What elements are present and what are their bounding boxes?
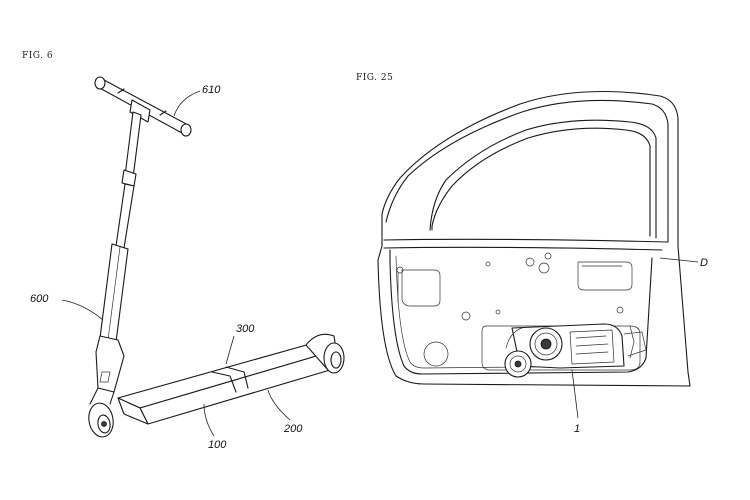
leader-600 bbox=[61, 299, 104, 321]
scooter-rear-wheel bbox=[305, 333, 345, 374]
fig-25-title: FIG. 25 bbox=[356, 73, 393, 83]
door-module-assembly bbox=[504, 323, 647, 378]
leader-200 bbox=[267, 389, 291, 421]
ref-600: 600 bbox=[30, 293, 49, 305]
ref-1: 1 bbox=[574, 423, 580, 435]
fig-6-scooter: FIG. 6 bbox=[22, 51, 345, 451]
fig-6-title: FIG. 6 bbox=[22, 51, 53, 61]
scooter-deck bbox=[117, 343, 331, 425]
scooter-stem bbox=[89, 111, 142, 405]
leader-1 bbox=[571, 369, 579, 419]
ref-200: 200 bbox=[283, 423, 303, 435]
fig-25-car-door: FIG. 25 bbox=[356, 73, 708, 435]
ref-610: 610 bbox=[202, 84, 221, 96]
leader-610 bbox=[173, 90, 201, 117]
leader-300 bbox=[225, 335, 235, 365]
door-frame bbox=[377, 91, 691, 387]
ref-100: 100 bbox=[208, 439, 227, 451]
scooter-handlebar bbox=[94, 76, 192, 137]
scooter-front-wheel bbox=[88, 402, 114, 438]
ref-D: D bbox=[700, 257, 708, 269]
leader-100 bbox=[203, 403, 215, 437]
door-inner-panel bbox=[389, 249, 653, 375]
leader-D bbox=[659, 257, 699, 263]
ref-300: 300 bbox=[236, 323, 255, 335]
